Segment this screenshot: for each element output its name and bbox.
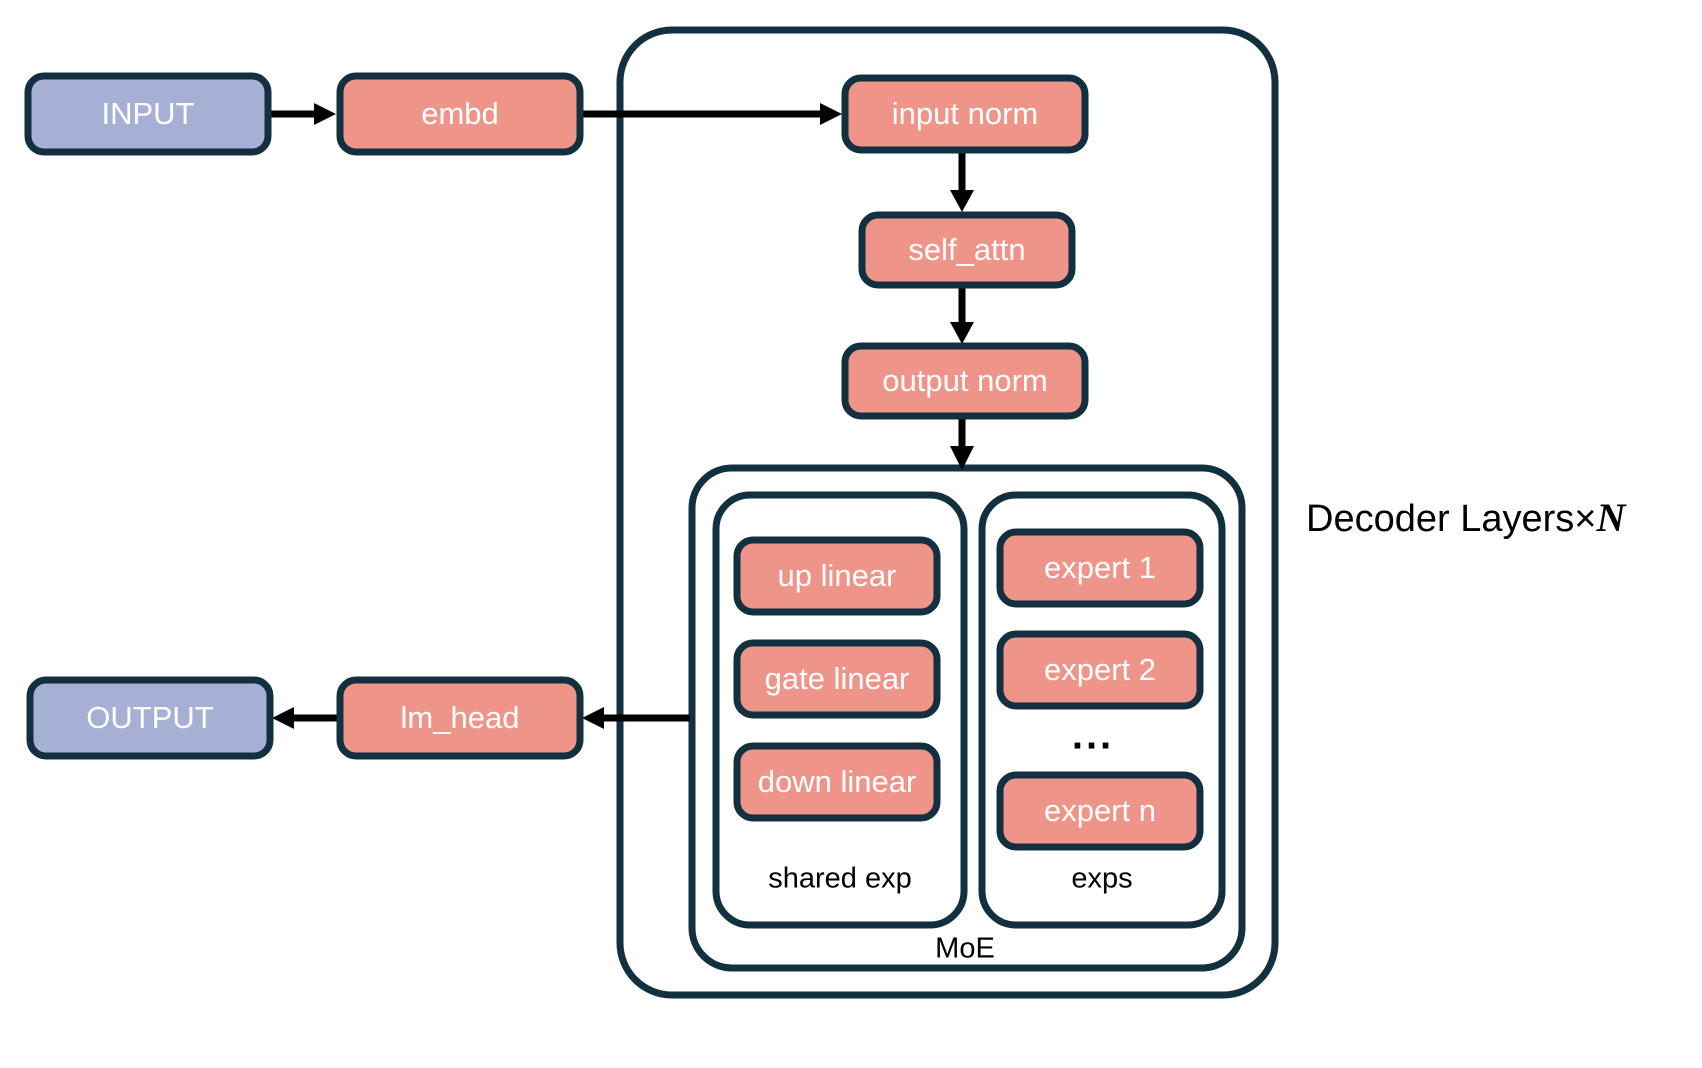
arrowhead-icon — [314, 103, 336, 125]
connector-self-attn-to-output-norm — [950, 285, 974, 344]
arrowhead-icon — [820, 103, 842, 125]
decoder-layers-caption: Decoder Layers×N — [1306, 495, 1626, 540]
node-self-attn-label: self_attn — [908, 232, 1025, 267]
node-input-norm-label: input norm — [892, 96, 1038, 131]
node-expert-n[interactable]: expert n — [996, 771, 1204, 851]
node-output-norm[interactable]: output norm — [841, 342, 1089, 420]
node-output-label: OUTPUT — [86, 700, 214, 735]
expert-ellipsis-label: ... — [1072, 714, 1114, 758]
exps-group-label: exps — [1071, 863, 1132, 895]
node-lm-head-label: lm_head — [401, 700, 520, 735]
arrowhead-icon — [950, 190, 974, 212]
moe-group-label: MoE — [935, 933, 995, 965]
moe-group-box — [688, 464, 1246, 972]
node-expert-2-label: expert 2 — [1044, 652, 1156, 687]
node-embd[interactable]: embd — [336, 72, 584, 156]
node-output-norm-label: output norm — [882, 363, 1047, 398]
node-expert-n-label: expert n — [1044, 793, 1156, 828]
node-gate-linear-label: gate linear — [765, 661, 910, 696]
node-embd-label: embd — [421, 96, 499, 131]
experts-group-box — [978, 491, 1226, 929]
node-gate-linear[interactable]: gate linear — [733, 639, 941, 719]
connector-output-norm-to-moe — [950, 415, 974, 470]
connector-decoder-to-lm-head — [582, 707, 690, 729]
shared-exp-group-label: shared exp — [768, 863, 912, 895]
arrowhead-icon — [272, 707, 294, 729]
node-up-linear[interactable]: up linear — [733, 536, 941, 616]
connector-input-to-embd — [268, 103, 336, 125]
node-down-linear[interactable]: down linear — [733, 742, 941, 822]
node-input[interactable]: INPUT — [24, 72, 272, 156]
node-input-label: INPUT — [102, 96, 195, 131]
node-input-norm[interactable]: input norm — [841, 74, 1089, 154]
decoder-layers-text: Decoder Layers× — [1306, 498, 1597, 540]
node-self-attn[interactable]: self_attn — [858, 211, 1076, 289]
connector-embd-to-input-norm — [578, 103, 842, 125]
connector-input-norm-to-self-attn — [950, 148, 974, 212]
arrowhead-icon — [950, 446, 974, 470]
arrowhead-icon — [950, 322, 974, 344]
shared-expert-group-box — [712, 491, 968, 929]
node-expert-1[interactable]: expert 1 — [996, 528, 1204, 608]
arrowhead-icon — [582, 707, 604, 729]
decoder-layers-count: N — [1596, 495, 1626, 540]
decoder-layer-container — [616, 26, 1279, 999]
node-up-linear-label: up linear — [778, 558, 897, 593]
connector-lm-head-to-output — [272, 707, 340, 729]
node-output[interactable]: OUTPUT — [26, 676, 274, 760]
node-expert-2[interactable]: expert 2 — [996, 630, 1204, 710]
node-expert-1-label: expert 1 — [1044, 550, 1156, 585]
node-lm-head[interactable]: lm_head — [336, 676, 584, 760]
node-down-linear-label: down linear — [758, 764, 917, 799]
